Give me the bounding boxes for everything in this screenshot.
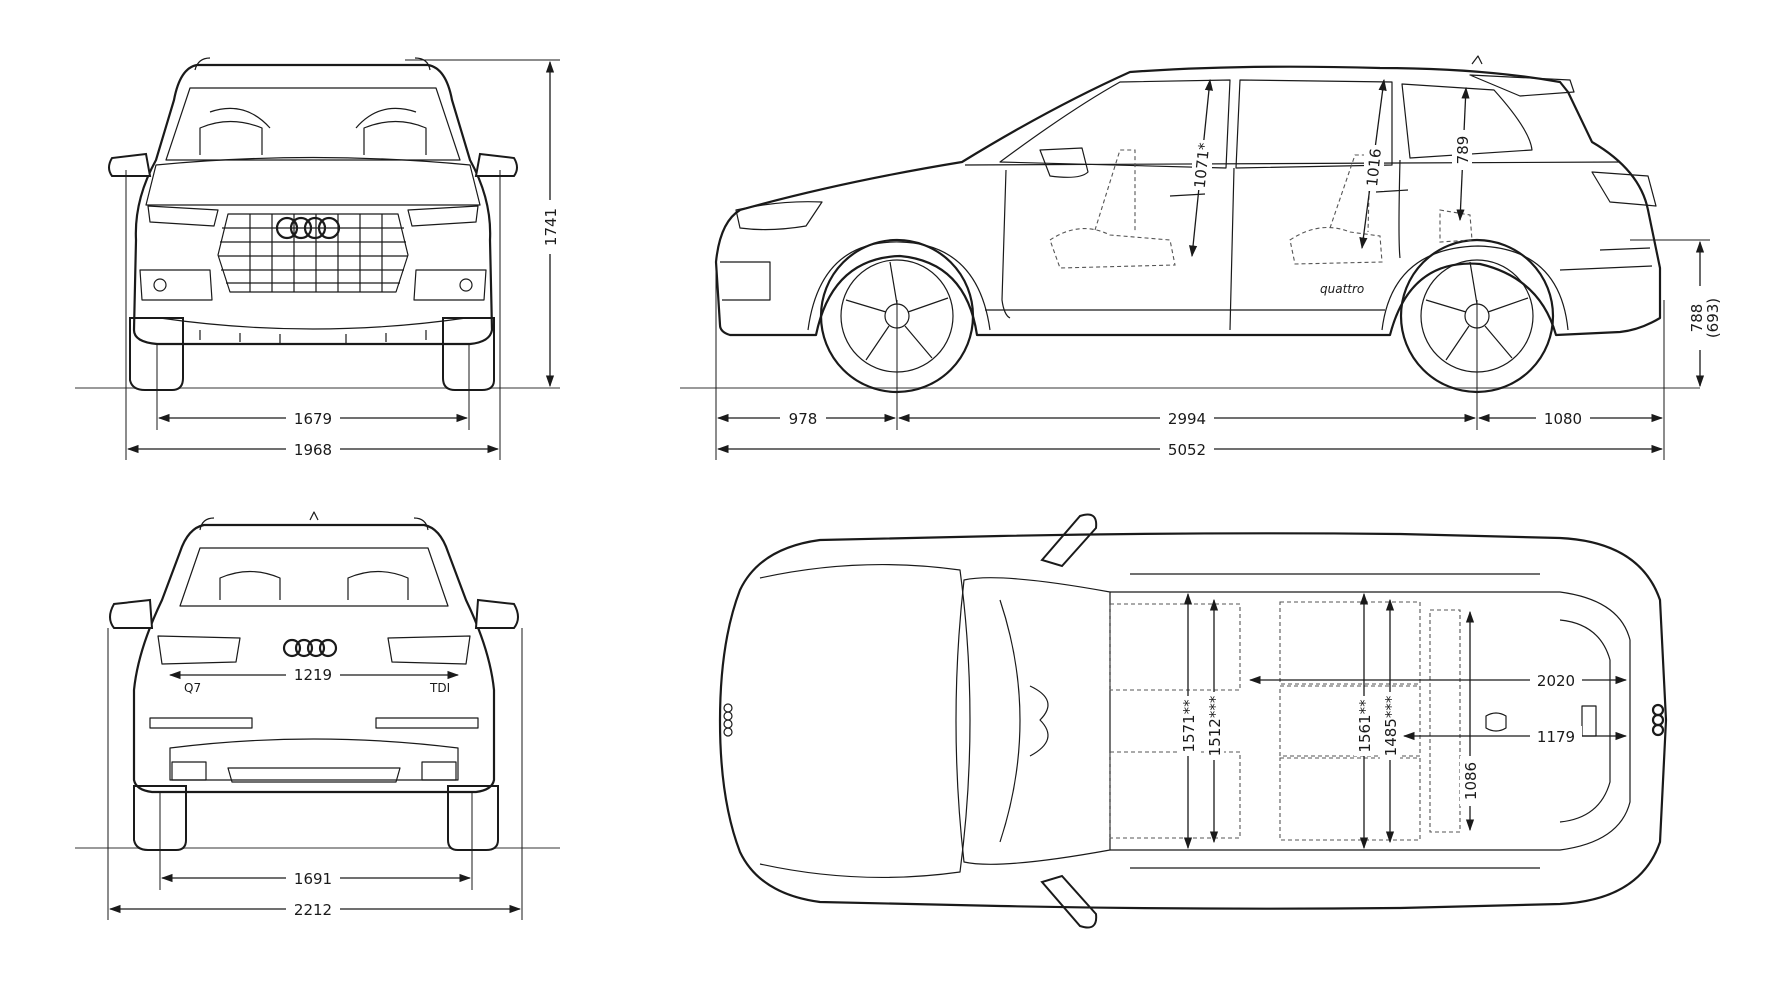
right-headlight [407,205,479,227]
top-left-mirror [1040,513,1098,568]
dim-load-width: 1086 [1462,762,1480,800]
front-view: 1679 1968 1741 [75,57,560,460]
dim-shoulder-front: 1571** [1180,699,1198,753]
dim-elbow-front: 1512*** [1206,695,1224,756]
top-windshield [955,577,1111,865]
audi-rings-rear [282,638,338,658]
dim-headroom-rear: 1016 [1363,148,1385,188]
grille [217,213,409,293]
left-taillight [157,635,241,665]
left-mirror [108,152,152,177]
rear-view: Q7 TDI 1219 1691 2212 [75,511,560,920]
q7-badge: Q7 [184,681,201,695]
rear-right-mirror [474,598,519,629]
rear-right-tire [447,785,499,851]
quattro-badge: quattro [1320,282,1364,296]
dim-rear-overhang: 1080 [1544,410,1582,428]
side-body-outline [714,65,1662,337]
windshield [165,87,461,161]
dim-load-sill: 788 [1688,304,1706,333]
dim-headroom-third: 789 [1454,136,1472,165]
dim-front-track: 1679 [294,410,332,428]
dim-height: 1741 [542,208,560,246]
right-mirror [474,152,518,177]
audi-rings-front [275,216,341,240]
top-view: 1571** 1512*** 1561** 1485*** 1086 2020 … [718,513,1668,929]
dim-shoulder-rear: 1561** [1356,699,1374,753]
rear-left-mirror [109,598,154,629]
dim-trunk-opening: 1219 [294,666,332,684]
front-body-outline [132,63,494,346]
dim-width-mirrors: 2212 [294,901,332,919]
dim-load-sill-alt: (693) [1704,298,1722,338]
top-seats [1109,601,1461,841]
dim-rear-track: 1691 [294,870,332,888]
rear-window [179,547,449,607]
top-body-outline [718,532,1668,910]
dim-elbow-rear: 1485*** [1382,695,1400,756]
top-right-mirror [1040,874,1098,929]
dim-length: 5052 [1168,441,1206,459]
dim-headroom-front: 1071* [1191,141,1214,189]
dim-front-overhang: 978 [789,410,818,428]
right-taillight [387,635,471,665]
rear-body-outline [132,523,496,794]
dim-load-length: 1179 [1537,728,1575,746]
tdi-badge: TDI [429,681,450,695]
side-windows [999,79,1533,169]
dim-front-width: 1968 [294,441,332,459]
left-headlight [147,205,219,227]
side-view: quattro 1071* 1016 789 788 (693) 978 299… [680,55,1722,460]
dim-wheelbase: 2994 [1168,410,1206,428]
dim-load-length-folded: 2020 [1537,672,1575,690]
